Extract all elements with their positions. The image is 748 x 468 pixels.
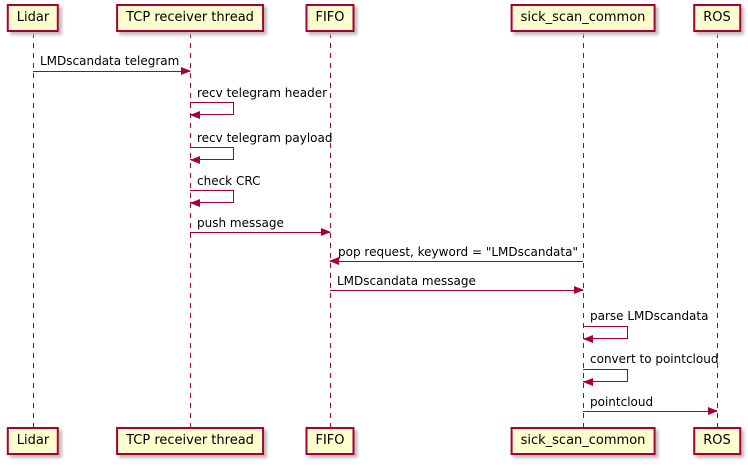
message-label-push-message: push message	[197, 216, 284, 230]
message-arrow-push-message	[190, 228, 331, 236]
arrowhead-right-icon	[708, 407, 718, 415]
participant-bottom-ros: ROS	[693, 427, 741, 455]
self-message-recv-telegram-payload	[190, 147, 234, 164]
participant-top-ros: ROS	[693, 4, 741, 32]
participant-bottom-lidar: Lidar	[6, 427, 60, 455]
lifeline-tcp-receiver	[190, 33, 191, 427]
message-label-parse-lmdscandata: parse LMDscandata	[590, 309, 709, 323]
arrowhead-left-icon	[583, 335, 593, 343]
participant-top-lidar: Lidar	[6, 4, 60, 32]
message-label-recv-telegram-header: recv telegram header	[197, 86, 328, 100]
message-arrow-lmdscandata-message	[330, 286, 584, 294]
arrowhead-right-icon	[181, 67, 191, 75]
participant-bottom-fifo: FIFO	[305, 427, 355, 455]
self-message-convert-to-pointcloud	[583, 369, 628, 386]
participant-bottom-sick-scan-common: sick_scan_common	[510, 427, 656, 455]
arrowhead-left-icon	[190, 111, 200, 119]
participant-top-tcp-receiver: TCP receiver thread	[116, 4, 264, 32]
message-label-pop-request: pop request, keyword = "LMDscandata"	[338, 245, 578, 259]
arrowhead-left-icon	[583, 378, 593, 386]
self-message-parse-lmdscandata	[583, 326, 628, 343]
message-arrow-lmdscandata-telegram	[33, 67, 191, 75]
message-label-check-crc: check CRC	[197, 174, 261, 188]
message-label-lmdscandata-telegram: LMDscandata telegram	[40, 54, 180, 68]
arrowhead-left-icon	[190, 156, 200, 164]
participant-top-sick-scan-common: sick_scan_common	[510, 4, 656, 32]
message-arrow-pointcloud	[583, 407, 718, 415]
message-arrow-pop-request	[329, 257, 583, 265]
participant-bottom-tcp-receiver: TCP receiver thread	[116, 427, 264, 455]
self-message-check-crc	[190, 190, 234, 207]
message-label-convert-to-pointcloud: convert to pointcloud	[590, 352, 719, 366]
lifeline-sick-scan-common	[583, 33, 584, 427]
arrowhead-left-icon	[190, 199, 200, 207]
message-label-lmdscandata-message: LMDscandata message	[337, 274, 476, 288]
message-label-pointcloud: pointcloud	[590, 395, 654, 409]
message-label-recv-telegram-payload: recv telegram payload	[197, 131, 333, 145]
arrowhead-left-icon	[329, 257, 339, 265]
lifeline-ros	[717, 33, 718, 427]
participant-top-fifo: FIFO	[305, 4, 355, 32]
lifeline-lidar	[33, 33, 34, 427]
arrowhead-right-icon	[321, 228, 331, 236]
self-message-recv-telegram-header	[190, 102, 234, 119]
arrowhead-right-icon	[574, 286, 584, 294]
